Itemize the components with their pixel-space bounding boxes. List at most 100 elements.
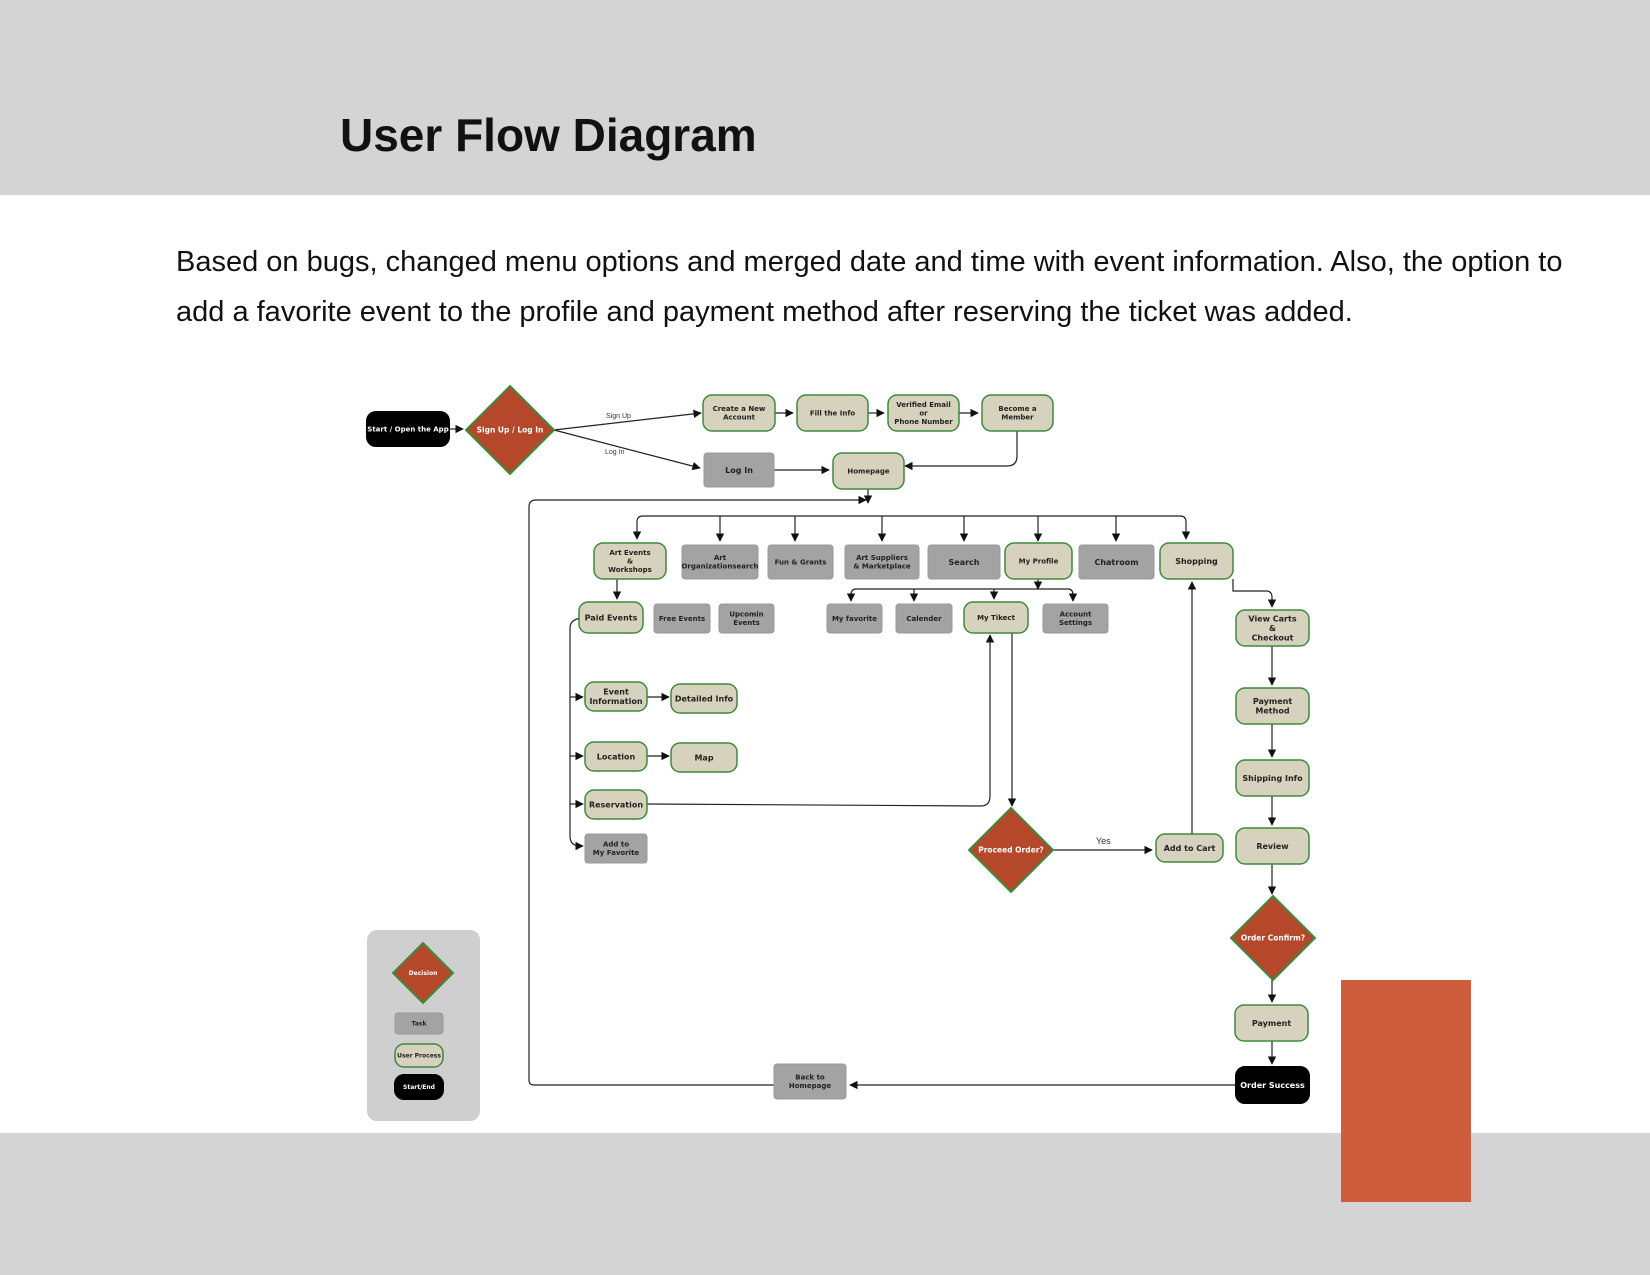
decision-shape (464, 384, 556, 476)
edge-label-yes: Yes (1096, 836, 1111, 846)
node-search: Search (927, 544, 1001, 580)
process-shape (796, 394, 869, 432)
node-label: Information (589, 697, 642, 706)
flow-arrow (632, 515, 868, 540)
node-label: Free Events (659, 615, 705, 623)
process-shape (1235, 759, 1310, 797)
node-legend-start: Start/End (394, 1074, 444, 1100)
node-legend-decision: Decision (391, 941, 455, 1005)
node-label: Organizationsearch (681, 563, 758, 571)
page-title: User Flow Diagram (340, 109, 757, 161)
description: Based on bugs, changed menu options and … (176, 246, 1563, 328)
node-label: Paid Events (585, 613, 638, 622)
node-label: Member (1001, 414, 1034, 422)
node-label: Fun & Grants (775, 558, 827, 566)
flow-arrow (904, 431, 1018, 471)
header-band (0, 0, 1650, 195)
task-shape (826, 603, 883, 634)
node-label: Start/End (403, 1084, 435, 1091)
node-label: My Tikect (977, 614, 1016, 622)
flow-arrow (1038, 588, 1078, 602)
node-label: Order Success (1240, 1081, 1305, 1090)
node-label: Add to Cart (1164, 844, 1216, 853)
process-shape (1234, 1004, 1309, 1042)
node-label: Review (1256, 842, 1289, 851)
node-shipping-info: Shipping Info (1235, 759, 1310, 797)
node-label: Task (412, 1021, 428, 1028)
node-label: Workshops (608, 566, 652, 574)
node-label: Account (723, 414, 755, 422)
node-label: Event (603, 688, 629, 697)
node-label: Art Suppliers (856, 554, 908, 562)
node-free-events: Free Events (653, 603, 711, 634)
node-label: Shopping (1175, 557, 1218, 566)
node-label: or (919, 409, 928, 417)
process-shape (702, 394, 776, 432)
task-shape (773, 1063, 847, 1100)
node-label: Start / Open the App (367, 425, 448, 433)
process-shape (670, 742, 738, 773)
flow-arrow (528, 495, 867, 1086)
process-shape (578, 601, 644, 634)
node-my-favorite: My favorite (826, 603, 883, 634)
node-label: Method (1255, 707, 1289, 716)
node-label: Detailed Info (675, 694, 734, 703)
node-label: My Profile (1019, 557, 1059, 565)
process-shape (1235, 687, 1310, 725)
edge-label-sign-up: Sign Up (606, 413, 631, 420)
node-order-confirm: Order Confirm? (1229, 894, 1317, 982)
node-label: Settings (1059, 619, 1092, 627)
process-shape (887, 394, 960, 432)
node-label: Become a (998, 405, 1037, 413)
decision-shape (967, 806, 1055, 894)
task-shape (681, 544, 759, 580)
process-shape (584, 789, 648, 820)
start-shape (366, 411, 450, 447)
node-art-events: Art Events&Workshops (593, 542, 667, 580)
node-label: Chatroom (1094, 558, 1138, 567)
node-fill-info: Fill the Info (796, 394, 869, 432)
node-reservation: Reservation (584, 789, 648, 820)
node-add-to-cart: Add to Cart (1155, 833, 1224, 863)
process-shape (593, 542, 667, 580)
task-shape (703, 452, 775, 488)
node-proceed-order: Proceed Order? (967, 806, 1055, 894)
node-label: Log In (725, 466, 753, 475)
node-label: Location (597, 752, 636, 761)
task-shape (584, 833, 648, 864)
node-label: Homepage (789, 1082, 831, 1090)
flow-arrow (868, 515, 1191, 540)
node-label: Back to (795, 1074, 825, 1082)
node-label: Order Confirm? (1241, 934, 1305, 943)
node-label: Calender (906, 615, 942, 623)
flow-arrow (569, 617, 586, 851)
edge-label-log-in: Log In (605, 449, 625, 456)
node-signup-login: Sign Up / Log In (464, 384, 556, 476)
process-shape (394, 1043, 444, 1068)
process-shape (1235, 827, 1310, 865)
flow-arrow (553, 429, 701, 471)
task-shape (394, 1012, 444, 1035)
task-shape (1078, 544, 1155, 580)
process-shape (1155, 833, 1224, 863)
process-shape (1004, 542, 1073, 580)
node-label: Verified Email (896, 401, 951, 409)
node-label: Checkout (1252, 633, 1294, 642)
start-shape (394, 1074, 444, 1100)
task-shape (844, 544, 920, 580)
node-label: Payment (1253, 697, 1292, 706)
node-legend-task: Task (394, 1012, 444, 1035)
node-view-carts: View Carts&Checkout (1235, 609, 1310, 647)
accent-block (1341, 980, 1471, 1202)
decision-shape (391, 941, 455, 1005)
flow-arrow (553, 409, 702, 431)
node-map: Map (670, 742, 738, 773)
node-label: Create a New (713, 405, 766, 413)
node-label: Reservation (589, 800, 643, 809)
node-detailed-info: Detailed Info (670, 683, 738, 714)
node-label: Account (1060, 611, 1092, 619)
